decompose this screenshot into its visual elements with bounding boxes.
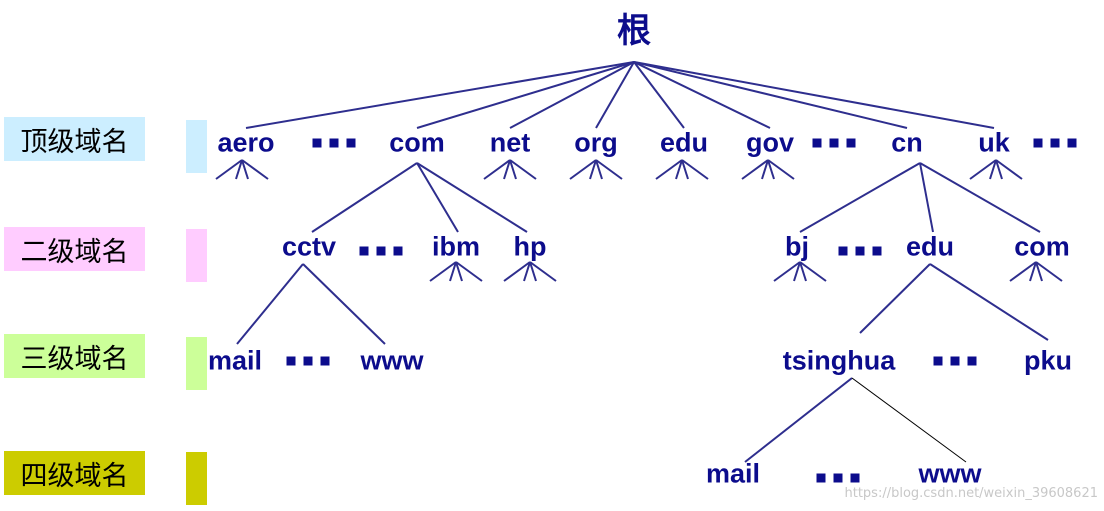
root-node: 根	[617, 11, 651, 51]
edge-root-org	[595, 61, 635, 129]
level-bar-third	[186, 337, 207, 390]
level-label-second: 二级域名	[4, 227, 145, 271]
fourth-www: www	[918, 458, 982, 489]
ellipsis-third-2	[933, 356, 977, 366]
fan-gov	[741, 159, 795, 180]
fan-bj	[773, 261, 827, 282]
sld-ibm: ibm	[431, 231, 481, 262]
edge-edu-pku	[929, 263, 1049, 341]
fan-hp	[503, 261, 557, 282]
edge-cn-edu	[919, 162, 934, 233]
tld-aero: aero	[217, 127, 275, 158]
fourth-mail: mail	[705, 458, 761, 489]
fan-edu	[655, 159, 709, 180]
fan-ibm	[429, 261, 483, 282]
ellipsis-third-1	[286, 356, 330, 366]
tld-org: org	[574, 127, 618, 158]
ellipsis-sld-2	[838, 246, 882, 256]
third-www: www	[360, 345, 424, 376]
level-bar-fourth	[186, 452, 207, 505]
edge-cn-com	[919, 162, 1041, 233]
level-label-fourth: 四级域名	[4, 451, 145, 495]
edge-root-com	[416, 61, 635, 129]
edge-cctv-mail	[236, 263, 304, 345]
edge-root-aero	[245, 61, 635, 129]
edge-tsinghua-www	[851, 377, 967, 463]
fan-aero	[215, 159, 269, 180]
sld-bj: bj	[785, 231, 809, 262]
edge-tsinghua-mail	[744, 377, 853, 463]
level-label-top: 顶级域名	[4, 117, 145, 161]
third-pku: pku	[1023, 345, 1073, 376]
edge-root-gov	[633, 61, 771, 129]
edge-cctv-www	[302, 263, 386, 345]
level-bar-second	[186, 229, 207, 282]
ellipsis-tld-1	[312, 138, 356, 148]
fan-cn-com	[1009, 261, 1063, 282]
tld-com: com	[389, 127, 445, 158]
level-bar-top	[186, 120, 207, 173]
edge-com-hp	[416, 162, 528, 233]
edge-com-ibm	[416, 162, 459, 233]
ellipsis-tld-3	[1033, 138, 1077, 148]
tld-cn: cn	[891, 127, 923, 158]
sld-com: com	[1014, 231, 1070, 262]
fan-net	[483, 159, 537, 180]
fan-uk	[969, 159, 1023, 180]
edge-edu-tsinghua	[859, 263, 931, 334]
tld-gov: gov	[745, 127, 795, 158]
sld-cctv: cctv	[281, 231, 337, 262]
edge-root-edu	[633, 61, 685, 129]
sld-hp: hp	[513, 231, 547, 262]
tld-edu: edu	[659, 127, 709, 158]
ellipsis-tld-2	[812, 138, 856, 148]
edge-com-cctv	[311, 162, 418, 233]
ellipsis-fourth	[816, 473, 860, 483]
ellipsis-sld-1	[359, 246, 403, 256]
edge-cn-bj	[799, 162, 921, 233]
tld-net: net	[489, 127, 531, 158]
edge-root-net	[509, 61, 635, 129]
tld-uk: uk	[978, 127, 1010, 158]
watermark: https://blog.csdn.net/weixin_39608621	[844, 486, 1098, 501]
third-mail: mail	[207, 345, 263, 376]
level-label-third: 三级域名	[4, 334, 145, 378]
edge-root-uk	[633, 61, 995, 129]
sld-edu: edu	[905, 231, 955, 262]
fan-org	[569, 159, 623, 180]
third-tsinghua: tsinghua	[782, 345, 896, 376]
edge-root-cn	[633, 61, 908, 129]
